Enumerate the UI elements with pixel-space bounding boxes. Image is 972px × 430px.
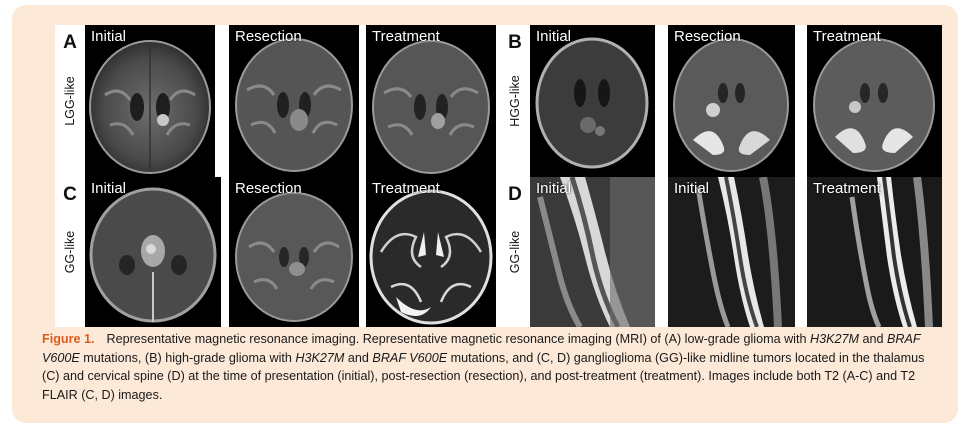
mri-d-initial-2: Initial [668, 177, 795, 327]
panel-letter-d: D [508, 184, 522, 205]
mri-d-treatment: Treatment [807, 177, 942, 327]
panel-letter-b: B [508, 32, 522, 53]
row-label-a: LGG-like [63, 76, 77, 126]
caption-text: and [344, 350, 373, 365]
row-b-side: B HGG-like [500, 25, 530, 177]
brain-axial-image [89, 187, 217, 323]
panel-title: Initial [674, 180, 710, 197]
panel-title: Treatment [813, 28, 881, 45]
mri-a-initial: Initial [85, 25, 215, 177]
panel-letter-c: C [63, 184, 77, 205]
panel-title: Treatment [372, 28, 440, 45]
mri-d-initial: Initial [530, 177, 655, 327]
mri-a-resection: Resection [229, 25, 359, 177]
brain-axial-image [673, 38, 789, 172]
brain-axial-image [372, 40, 490, 174]
gene-name: BRAF V600E [372, 350, 448, 365]
caption-text: Representative magnetic resonance imagin… [106, 332, 810, 346]
panel-title: Initial [91, 28, 127, 45]
panel-letter-a: A [63, 32, 77, 53]
figure-number: Figure 1. [42, 332, 95, 346]
mri-figure: A LGG-like Initial [55, 25, 942, 327]
mri-a-treatment: Treatment [366, 25, 496, 177]
mri-c-resection: Resection [229, 177, 359, 327]
brain-axial-image [369, 189, 493, 325]
caption-text: mutations, (B) high-grade glioma with [79, 350, 296, 365]
panel-title: Initial [91, 180, 127, 197]
panel-title: Initial [536, 28, 572, 45]
spine-sagittal-image [530, 177, 655, 327]
figure-card: A LGG-like Initial [12, 5, 958, 423]
mri-b-initial: Initial [530, 25, 655, 177]
spine-sagittal-image [807, 177, 942, 327]
brain-axial-image [813, 38, 935, 172]
mri-c-initial: Initial [85, 177, 221, 327]
brain-axial-image [89, 40, 211, 174]
panel-title: Treatment [813, 180, 881, 197]
panel-title: Initial [536, 180, 572, 197]
brain-axial-image [235, 38, 353, 172]
row-label-d: GG-like [508, 230, 522, 274]
row-label-b: HGG-like [508, 75, 522, 127]
row-label-c: GG-like [63, 230, 77, 274]
mri-c-treatment: Treatment [366, 177, 496, 327]
caption-text: mutations, and (C, D) ganglioglioma (GG)… [42, 350, 925, 402]
gene-name: BRAF V600E [42, 332, 921, 365]
brain-axial-image [235, 192, 353, 322]
row-d-side: D GG-like [500, 177, 530, 327]
panel-title: Treatment [372, 180, 440, 197]
brain-axial-image [535, 37, 649, 169]
panel-title: Resection [674, 28, 741, 45]
panel-title: Resection [235, 28, 302, 45]
panel-title: Resection [235, 180, 302, 197]
gene-name: H3K27M [809, 332, 859, 346]
row-c-side: C GG-like [55, 177, 85, 327]
caption-text: and [858, 332, 887, 346]
figure-caption: Figure 1. Representative magnetic resonan… [42, 330, 942, 404]
gene-name: H3K27M [295, 350, 345, 365]
mri-b-resection: Resection [668, 25, 795, 177]
spine-sagittal-image [668, 177, 795, 327]
mri-b-treatment: Treatment [807, 25, 942, 177]
row-a-side: A LGG-like [55, 25, 85, 177]
